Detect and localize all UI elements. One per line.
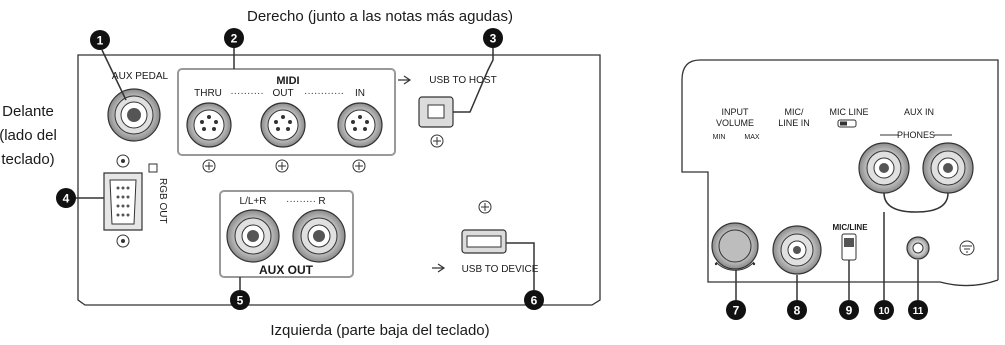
phones-jack-1[interactable] bbox=[858, 142, 910, 194]
midi-thru-label: THRU bbox=[194, 88, 222, 99]
svg-text:AUX PEDAL: AUX PEDAL bbox=[112, 71, 169, 82]
svg-text:5: 5 bbox=[237, 294, 244, 308]
usb-to-host-port[interactable]: USB TO HOST bbox=[398, 75, 497, 128]
callout-3: 3 bbox=[483, 28, 503, 48]
caption-bottom: Izquierda (parte baja del teclado) bbox=[270, 322, 489, 339]
svg-text:·········: ········· bbox=[286, 196, 316, 207]
caption-top: Derecho (junto a las notas más agudas) bbox=[247, 8, 513, 25]
aux-in-label: AUX IN bbox=[904, 107, 934, 117]
svg-text:Delante: Delante bbox=[2, 103, 54, 120]
phones-jack-2[interactable] bbox=[922, 142, 974, 194]
callout-1: 1 bbox=[90, 30, 110, 50]
svg-text:············: ············ bbox=[304, 88, 344, 99]
svg-text:USB TO DEVICE: USB TO DEVICE bbox=[462, 264, 539, 275]
callout-7: 7 bbox=[726, 300, 746, 320]
svg-text:7: 7 bbox=[733, 304, 740, 318]
aux-out-r-jack[interactable] bbox=[292, 209, 346, 263]
midi-out-port[interactable] bbox=[260, 102, 306, 148]
midi-thru-port[interactable] bbox=[186, 102, 232, 148]
mic-line-switch-label: MIC LINE bbox=[829, 107, 868, 117]
svg-text:4: 4 bbox=[63, 192, 70, 206]
midi-in-label: IN bbox=[355, 88, 365, 99]
midi-label: MIDI bbox=[276, 75, 299, 87]
leader-lines-right bbox=[735, 192, 949, 300]
aux-pedal-jack[interactable]: AUX PEDAL bbox=[107, 71, 169, 142]
svg-text:10: 10 bbox=[878, 306, 890, 317]
midi-out-label: OUT bbox=[272, 88, 293, 99]
svg-text:9: 9 bbox=[846, 304, 853, 318]
svg-text:··········: ·········· bbox=[230, 88, 263, 99]
svg-text:MIC/LINE: MIC/LINE bbox=[832, 223, 868, 232]
aux-out-label: AUX OUT bbox=[259, 263, 314, 277]
leader-lines bbox=[76, 48, 535, 290]
aux-out-group-frame bbox=[219, 190, 354, 278]
side-panel-outline bbox=[681, 59, 999, 287]
svg-text:11: 11 bbox=[913, 306, 924, 317]
svg-text:2: 2 bbox=[231, 32, 238, 46]
svg-text:teclado): teclado) bbox=[1, 151, 54, 168]
midi-in-port[interactable] bbox=[337, 102, 383, 148]
svg-text:LINE IN: LINE IN bbox=[778, 118, 810, 128]
input-volume-label: INPUT bbox=[722, 107, 750, 117]
callout-11: 11 bbox=[908, 300, 928, 320]
mic-line-in-label: MIC/ bbox=[785, 107, 804, 117]
callout-9: 9 bbox=[839, 300, 859, 320]
svg-text:VOLUME: VOLUME bbox=[716, 118, 754, 128]
svg-text:6: 6 bbox=[531, 294, 538, 308]
callout-10: 10 bbox=[874, 300, 894, 320]
ground-icon bbox=[959, 240, 975, 256]
phones-label: PHONES bbox=[897, 130, 935, 140]
svg-text:1: 1 bbox=[97, 34, 104, 48]
svg-text:MAX: MAX bbox=[744, 134, 760, 141]
aux-out-r-label: R bbox=[318, 196, 325, 207]
svg-text:3: 3 bbox=[490, 32, 497, 46]
svg-text:USB TO HOST: USB TO HOST bbox=[429, 75, 496, 86]
mic-line-switch[interactable]: MIC/LINE bbox=[832, 223, 868, 261]
input-volume-knob[interactable] bbox=[711, 222, 759, 271]
aux-out-l-jack[interactable] bbox=[226, 209, 280, 263]
svg-text:RGB OUT: RGB OUT bbox=[157, 178, 168, 224]
callout-4: 4 bbox=[56, 188, 76, 208]
aux-out-lr-label: L/L+R bbox=[240, 196, 267, 207]
usb-to-device-port[interactable]: USB TO DEVICE bbox=[432, 229, 539, 275]
callout-6: 6 bbox=[524, 290, 544, 310]
svg-text:MIN: MIN bbox=[713, 134, 726, 141]
svg-text:(lado del: (lado del bbox=[0, 127, 57, 144]
rgb-out-port[interactable]: RGB OUT bbox=[103, 154, 168, 248]
callout-2: 2 bbox=[224, 28, 244, 48]
svg-text:8: 8 bbox=[794, 304, 801, 318]
screw-icon bbox=[202, 134, 492, 214]
midi-group-frame bbox=[177, 68, 396, 156]
callout-8: 8 bbox=[787, 300, 807, 320]
front-side-label: Delante (lado del teclado) bbox=[0, 103, 57, 168]
aux-in-jack[interactable] bbox=[906, 236, 930, 260]
callout-badges: 1 2 3 4 5 6 7 8 9 10 11 bbox=[56, 28, 928, 320]
mic-line-in-jack[interactable] bbox=[772, 225, 822, 275]
callout-5: 5 bbox=[230, 290, 250, 310]
